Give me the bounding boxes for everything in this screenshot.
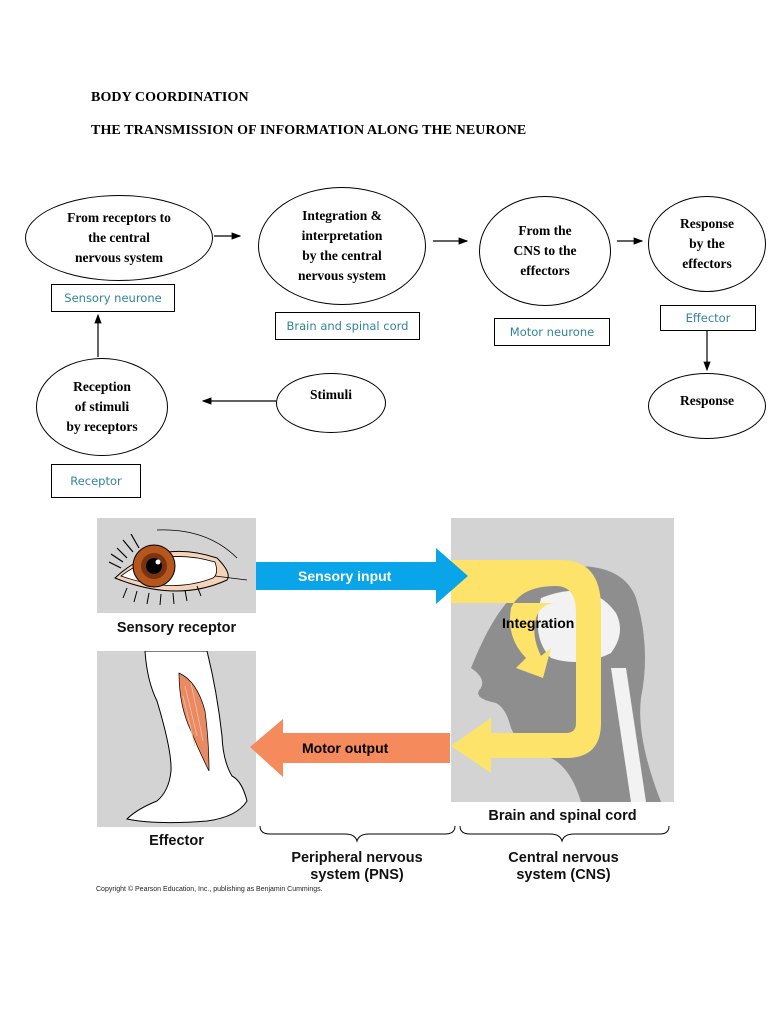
node-receptors-to-cns: From receptors to the central nervous sy… — [25, 195, 213, 281]
label-effector: Effector — [660, 305, 756, 331]
sensory-receptor-panel — [97, 518, 256, 613]
label-receptor: Receptor — [51, 464, 141, 498]
page-title: BODY COORDINATION — [91, 90, 249, 105]
label-brain-spinal-cord: Brain and spinal cord — [275, 312, 420, 340]
node-text: Response by the effectors — [679, 216, 734, 271]
node-integration: Integration & interpretation by the cent… — [258, 187, 426, 305]
motor-output-label: Motor output — [302, 740, 389, 756]
node-text: Integration & interpretation by the cent… — [297, 208, 387, 283]
motor-output-arrow — [250, 719, 450, 777]
node-text: From receptors to the central nervous sy… — [67, 210, 171, 265]
brain-spinal-cord-panel — [451, 518, 674, 802]
leg-icon — [125, 650, 248, 824]
node-cns-to-effectors: From the CNS to the effectors — [479, 196, 611, 306]
braces — [259, 825, 670, 843]
copyright: Copyright © Pearson Education, Inc., pub… — [96, 886, 323, 893]
integration-label: Integration — [502, 615, 575, 631]
effector-panel — [97, 650, 256, 827]
node-stimuli: Stimuli — [276, 373, 386, 433]
node-text: Response — [679, 393, 734, 408]
effector-caption: Effector — [149, 833, 204, 849]
node-text: From the CNS to the effectors — [513, 223, 577, 278]
eye-icon — [108, 529, 248, 606]
node-response: Response — [648, 373, 766, 439]
node-text: Reception of stimuli by receptors — [66, 379, 138, 434]
sensory-input-arrow — [256, 548, 468, 604]
label-sensory-neurone: Sensory neurone — [51, 284, 175, 312]
sensory-input-label: Sensory input — [298, 568, 392, 584]
label-motor-neurone: Motor neurone — [494, 318, 610, 346]
integration-loop-icon — [451, 560, 601, 773]
brain-caption: Brain and spinal cord — [488, 808, 637, 824]
node-response-by-effectors: Response by the effectors — [648, 196, 766, 292]
page-subtitle: THE TRANSMISSION OF INFORMATION ALONG TH… — [91, 123, 527, 138]
cns-caption: Central nervous system (CNS) — [508, 850, 619, 883]
node-text: Stimuli — [309, 387, 352, 402]
sensory-receptor-caption: Sensory receptor — [116, 620, 237, 636]
flowchart-arrows — [94, 232, 711, 405]
pns-caption: Peripheral nervous system (PNS) — [291, 850, 423, 883]
node-reception: Reception of stimuli by receptors — [36, 358, 168, 456]
